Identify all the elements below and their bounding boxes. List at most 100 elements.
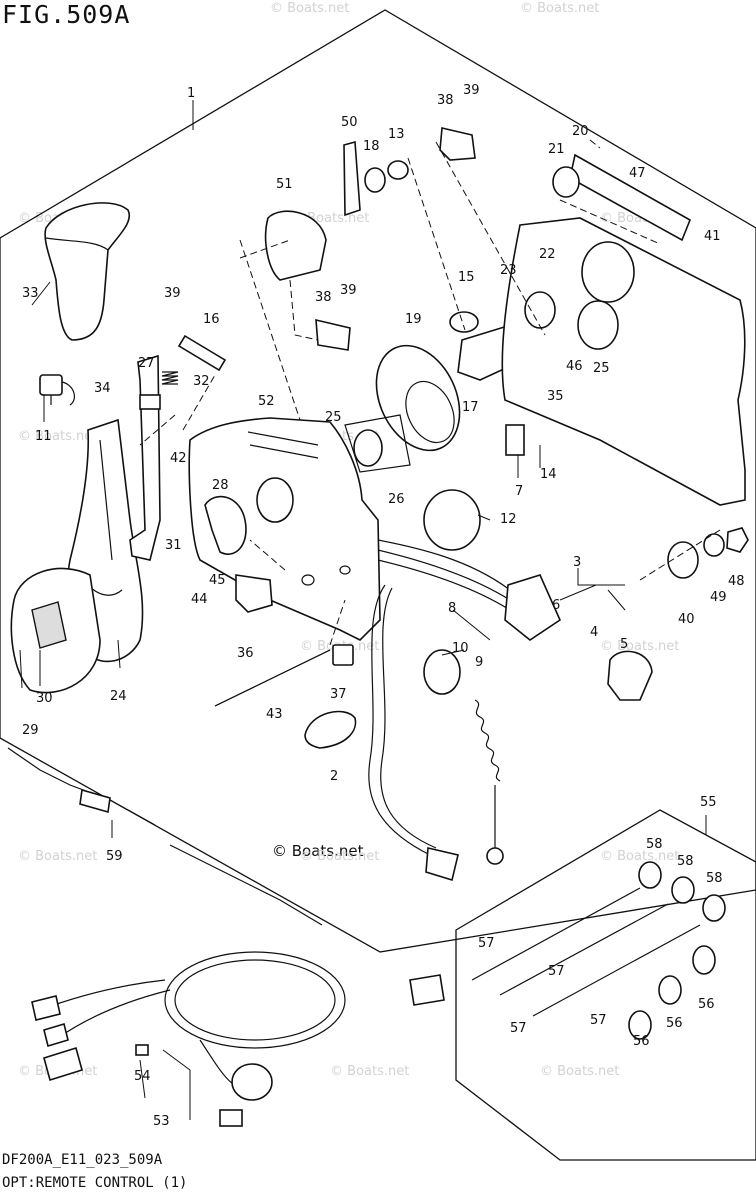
callout-39c: 39 (164, 286, 181, 301)
shift-lever (343, 140, 361, 217)
callout-58b: 58 (677, 854, 694, 869)
buzzer (423, 489, 481, 551)
assembly-outline-bolt-kit (455, 809, 756, 1161)
friction-disc (375, 344, 461, 452)
wire-harness-upper (377, 539, 511, 611)
callout-56c: 56 (698, 997, 715, 1012)
cable-clamp (439, 127, 476, 161)
callout-16: 16 (203, 312, 220, 327)
callout-48: 48 (728, 574, 745, 589)
stop-switch (423, 649, 461, 695)
shift-gear (204, 495, 247, 555)
callout-20: 20 (572, 124, 589, 139)
callout-56a: 56 (633, 1034, 650, 1049)
callout-51: 51 (276, 177, 293, 192)
diagram-caption: OPT:REMOTE CONTROL (1) (2, 1175, 188, 1191)
small-connector (332, 644, 354, 666)
harness-connector-left (31, 995, 61, 1021)
callout-28: 28 (212, 478, 229, 493)
watermark-text: © Boats.net (520, 1, 599, 16)
spring (161, 371, 179, 385)
lever-bracket (129, 354, 161, 561)
watermark-text: © Boats.net (270, 1, 349, 16)
callout-53: 53 (153, 1114, 170, 1129)
callout-12: 12 (500, 512, 517, 527)
callout-25a: 25 (325, 410, 342, 425)
control-side-case (501, 217, 746, 506)
harness-connector-right (409, 974, 445, 1006)
neutral-switch (39, 374, 63, 396)
watermark-text: © Boats.net (330, 1064, 409, 1079)
callout-34: 34 (94, 381, 111, 396)
callout-44: 44 (191, 592, 208, 607)
callout-39b: 39 (340, 283, 357, 298)
callout-59: 59 (106, 849, 123, 864)
callout-27: 27 (138, 356, 155, 371)
clip (235, 574, 273, 613)
watermark-text: © Boats.net (600, 639, 679, 654)
round-connector (231, 1063, 273, 1101)
callout-15: 15 (458, 270, 475, 285)
callout-41: 41 (704, 229, 721, 244)
callout-36: 36 (237, 646, 254, 661)
watermark-text: © Boats.net (300, 849, 379, 864)
callout-54: 54 (134, 1069, 151, 1084)
ignition-key (607, 650, 653, 701)
mounting-plate (304, 710, 357, 749)
callout-32: 32 (193, 374, 210, 389)
figure-title: FIG.509A (2, 0, 131, 29)
callout-40: 40 (678, 612, 695, 627)
main-harness-loop (164, 951, 346, 1049)
callout-49: 49 (710, 590, 727, 605)
cable-bracket (264, 210, 327, 281)
assembly-outline-main (0, 9, 756, 953)
callout-labels: 1 2 3 4 5 6 7 8 9 10 11 12 13 14 15 16 1… (22, 83, 745, 1129)
callout-35: 35 (547, 389, 564, 404)
grommet (667, 541, 699, 579)
callout-14: 14 (540, 467, 557, 482)
copyright-mark: © Boats.net (272, 842, 364, 860)
callout-57d: 57 (590, 1013, 607, 1028)
trim-cable (7, 747, 323, 926)
callout-13: 13 (388, 127, 405, 142)
wire-to-connector (368, 584, 437, 856)
callout-3: 3 (573, 555, 581, 570)
callout-7: 7 (515, 484, 523, 499)
callout-55: 55 (700, 795, 717, 810)
watermark-text: © Boats.net (18, 429, 97, 444)
callout-50: 50 (341, 115, 358, 130)
reference-lines (139, 139, 721, 646)
watermark-text: © Boats.net (600, 849, 679, 864)
callout-18: 18 (363, 139, 380, 154)
handle-grip (44, 202, 131, 341)
lanyard-coil (474, 699, 501, 848)
callout-58c: 58 (706, 871, 723, 886)
callout-29: 29 (22, 723, 39, 738)
callout-21: 21 (548, 142, 565, 157)
callout-56b: 56 (666, 1016, 683, 1031)
control-box-housing (188, 417, 381, 641)
callout-24: 24 (110, 689, 127, 704)
cable-joint (449, 311, 479, 333)
callout-42: 42 (170, 451, 187, 466)
callout-30: 30 (36, 691, 53, 706)
callout-58a: 58 (646, 837, 663, 852)
washer-25 (353, 429, 383, 467)
callout-37: 37 (330, 687, 347, 702)
watermark-text: © Boats.net (18, 849, 97, 864)
callout-6: 6 (552, 598, 560, 613)
callout-5: 5 (620, 637, 628, 652)
callout-52: 52 (258, 394, 275, 409)
callout-23: 23 (500, 263, 517, 278)
callout-46: 46 (566, 359, 583, 374)
callout-17: 17 (462, 400, 479, 415)
pin (177, 334, 227, 372)
fuse (135, 1044, 149, 1056)
callout-57c: 57 (510, 1021, 527, 1036)
callout-11: 11 (35, 429, 52, 444)
diagram-code: DF200A_E11_023_509A (2, 1152, 163, 1168)
leader-lines (19, 100, 707, 1120)
callout-45: 45 (209, 573, 226, 588)
callout-22: 22 (539, 247, 556, 262)
